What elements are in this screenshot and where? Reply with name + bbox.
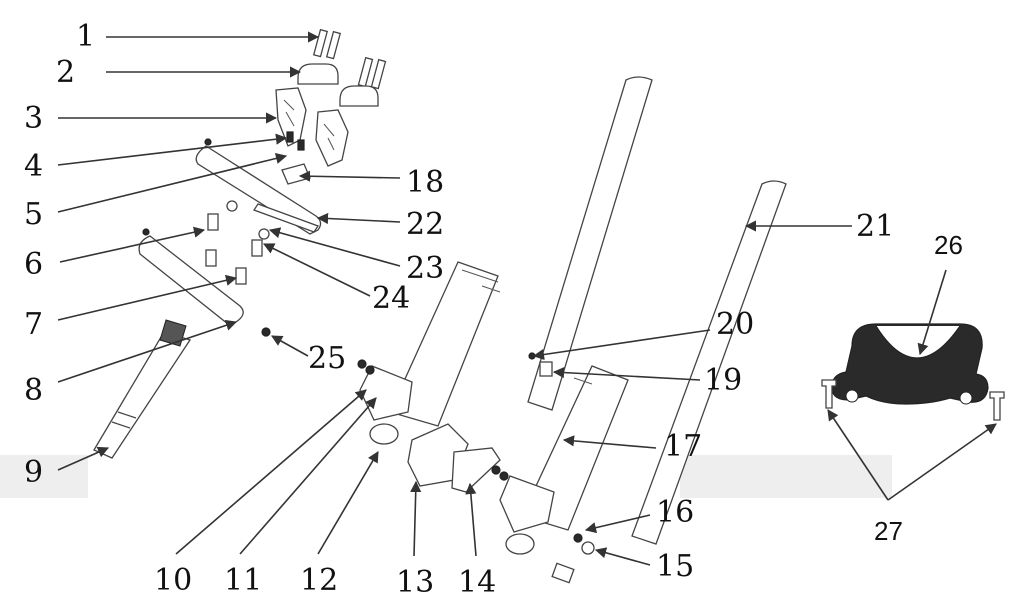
label-4: 4: [24, 149, 43, 184]
label-15: 15: [656, 549, 694, 584]
background-band-right: [680, 455, 892, 498]
label-20: 20: [716, 307, 754, 342]
label-3: 3: [24, 101, 43, 136]
label-21: 21: [856, 209, 894, 244]
label-2: 2: [56, 55, 75, 90]
caliper-bracket: [451, 447, 501, 493]
label-18: 18: [406, 165, 444, 200]
label-19: 19: [704, 363, 742, 398]
label-25: 25: [308, 341, 346, 376]
label-8: 8: [24, 373, 43, 408]
fork-leg-left: [357, 76, 653, 445]
label-12: 12: [300, 563, 338, 598]
label-1: 1: [76, 19, 95, 54]
label-23: 23: [406, 251, 444, 286]
label-5: 5: [24, 197, 43, 232]
part-number-labels: 1 2 3 4 5 6 7 8 9 10 11 12 13 14 15 16 1…: [24, 19, 963, 600]
fork-leg-right: [491, 180, 787, 555]
top-bolts: [312, 28, 387, 90]
top-cap: [281, 163, 311, 185]
label-11: 11: [224, 563, 262, 598]
steering-plate: [253, 203, 319, 233]
handlebar-risers: [275, 87, 349, 167]
steering-stem: [93, 331, 192, 459]
spacer-small: [286, 131, 294, 143]
label-10: 10: [154, 563, 192, 598]
label-13: 13: [396, 565, 434, 600]
label-7: 7: [24, 307, 43, 342]
guard-screws: [821, 379, 1005, 421]
parts-drawing: [93, 28, 1005, 584]
leader-lines: [57, 31, 997, 566]
label-6: 6: [24, 247, 43, 282]
label-27: 27: [874, 516, 903, 546]
label-26: 26: [934, 230, 963, 260]
label-14: 14: [458, 565, 496, 600]
label-9: 9: [24, 455, 43, 490]
background-band-left: [0, 455, 88, 498]
label-16: 16: [656, 495, 694, 530]
label-22: 22: [406, 207, 444, 242]
label-24: 24: [372, 281, 410, 316]
label-17: 17: [664, 429, 702, 464]
